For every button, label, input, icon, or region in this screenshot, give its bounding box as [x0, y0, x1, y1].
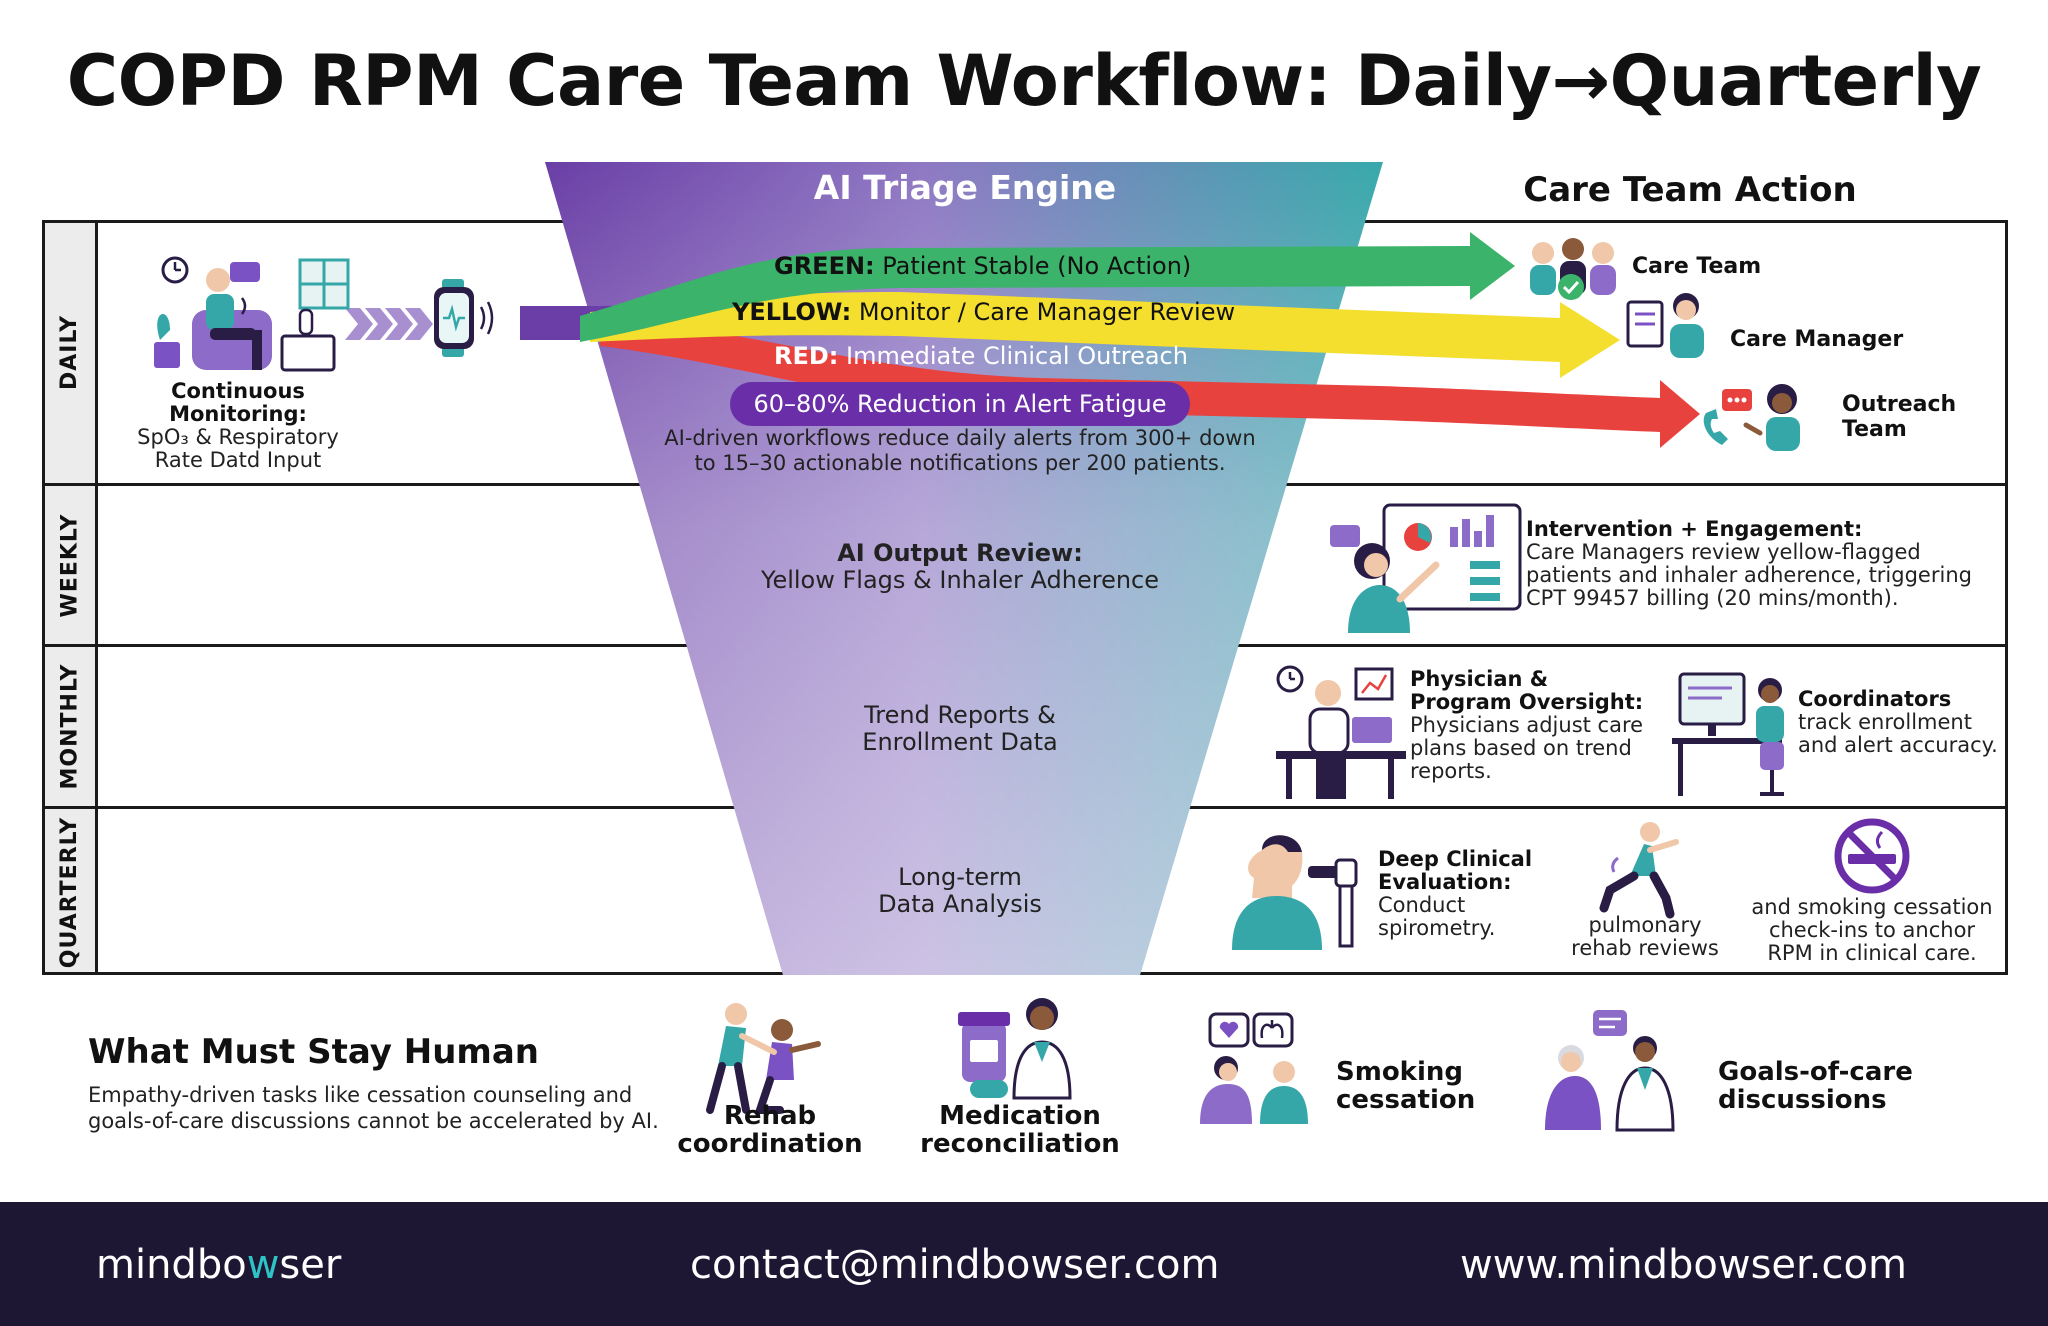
row-divider-daily [42, 483, 2008, 486]
goals-of-care-icon [1545, 1010, 1675, 1132]
red-arrow-label: RED: Immediate Clinical Outreach [774, 342, 1188, 370]
alert-fatigue-pill: 60–80% Reduction in Alert Fatigue [730, 382, 1190, 426]
physician-oversight-text: Physician &Program Oversight: Physicians… [1410, 667, 1644, 783]
intervention-engagement-text: Intervention + Engagement: Care Managers… [1526, 517, 1972, 610]
continuous-monitoring-text: Continuous Monitoring: SpO₃ & Respirator… [108, 380, 368, 472]
rehab-coordination-icon [706, 1003, 821, 1114]
row-label-column [42, 220, 97, 975]
human-section-title: What Must Stay Human [88, 1032, 539, 1072]
engine-column-title: AI Triage Engine [813, 168, 1117, 207]
green-arrow-label: GREEN: Patient Stable (No Action) [774, 252, 1192, 280]
action-column-title: Care Team Action [1523, 170, 1857, 210]
monitoring-title: Continuous Monitoring: [169, 379, 307, 426]
footer-bar: mindbowser contact@mindbowser.com www.mi… [0, 1202, 2048, 1326]
care-manager-label: Care Manager [1730, 327, 1904, 352]
page-title: COPD RPM Care Team Workflow: Daily→Quart… [66, 40, 1982, 122]
row-label-quarterly: QUARTERLY [57, 816, 82, 968]
row-label-monthly: MONTHLY [57, 663, 83, 790]
human-section-description: Empathy-driven tasks like cessation coun… [88, 1083, 659, 1133]
website-link[interactable]: www.mindbowser.com [1460, 1242, 1907, 1288]
care-team-label: Care Team [1632, 254, 1762, 279]
mindbowser-logo: mindbowser [96, 1242, 342, 1288]
yellow-arrow-label: YELLOW: Monitor / Care Manager Review [732, 298, 1236, 326]
row-label-weekly: WEEKLY [57, 513, 82, 617]
alert-reduction-note: AI-driven workflows reduce daily alerts … [664, 426, 1256, 475]
row-divider-monthly [42, 806, 2008, 809]
monitoring-line-3: Rate Datd Input [154, 448, 322, 472]
smoking-cessation-icon [1200, 1012, 1308, 1124]
monitoring-line-2: SpO₃ & Respiratory [137, 425, 339, 449]
row-label-daily: DAILY [57, 315, 82, 390]
trend-reports: Trend Reports &Enrollment Data [862, 701, 1058, 756]
medication-reconciliation-icon [958, 998, 1072, 1100]
row-divider-weekly [42, 644, 2008, 647]
ai-output-review: AI Output Review:Yellow Flags & Inhaler … [760, 539, 1160, 594]
contact-email-link[interactable]: contact@mindbowser.com [690, 1242, 1220, 1288]
label-column-divider [95, 220, 98, 975]
